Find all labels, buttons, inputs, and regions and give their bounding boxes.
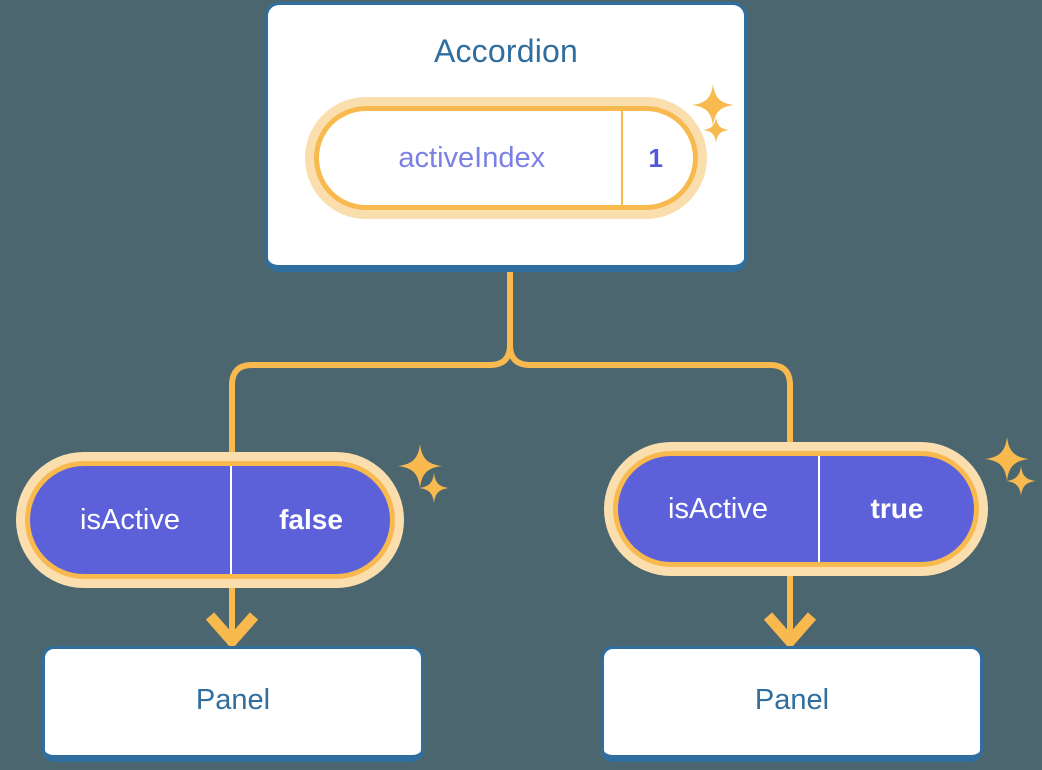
prop-chip-key: isActive [668, 492, 768, 525]
panel-title: Panel [754, 683, 830, 716]
prop-chip-body: isActive false [30, 466, 390, 574]
sparkle-icon [985, 437, 1029, 481]
prop-chip-value: false [230, 466, 390, 574]
panel-component-card-right[interactable]: Panel [601, 646, 983, 762]
prop-chip-ring: activeIndex 1 [314, 106, 698, 210]
arrowhead-right-icon [763, 612, 817, 650]
sparkle-icon [1006, 466, 1036, 496]
panel-title: Panel [195, 683, 271, 716]
prop-chip-key: isActive [80, 503, 180, 536]
prop-chip-value: true [818, 456, 974, 562]
connector-left-branch [229, 269, 513, 455]
prop-chip-activeindex[interactable]: activeIndex 1 [305, 97, 707, 219]
sparkle-icon [398, 444, 442, 488]
arrowhead-left-icon [205, 612, 259, 650]
prop-chip-key: activeIndex [398, 141, 546, 174]
prop-chip-ring: isActive true [613, 451, 979, 567]
prop-chip-isactive-true[interactable]: isActive true [604, 442, 988, 576]
panel-component-card-left[interactable]: Panel [42, 646, 424, 762]
prop-chip-ring: isActive false [25, 461, 395, 579]
prop-chip-body: isActive true [618, 456, 974, 562]
prop-chip-body: activeIndex 1 [319, 111, 693, 205]
sparkle-icon [419, 473, 449, 503]
connector-right-branch [507, 269, 793, 445]
prop-chip-value: 1 [620, 111, 693, 205]
accordion-title: Accordion [433, 33, 579, 69]
prop-chip-isactive-false[interactable]: isActive false [16, 452, 404, 588]
